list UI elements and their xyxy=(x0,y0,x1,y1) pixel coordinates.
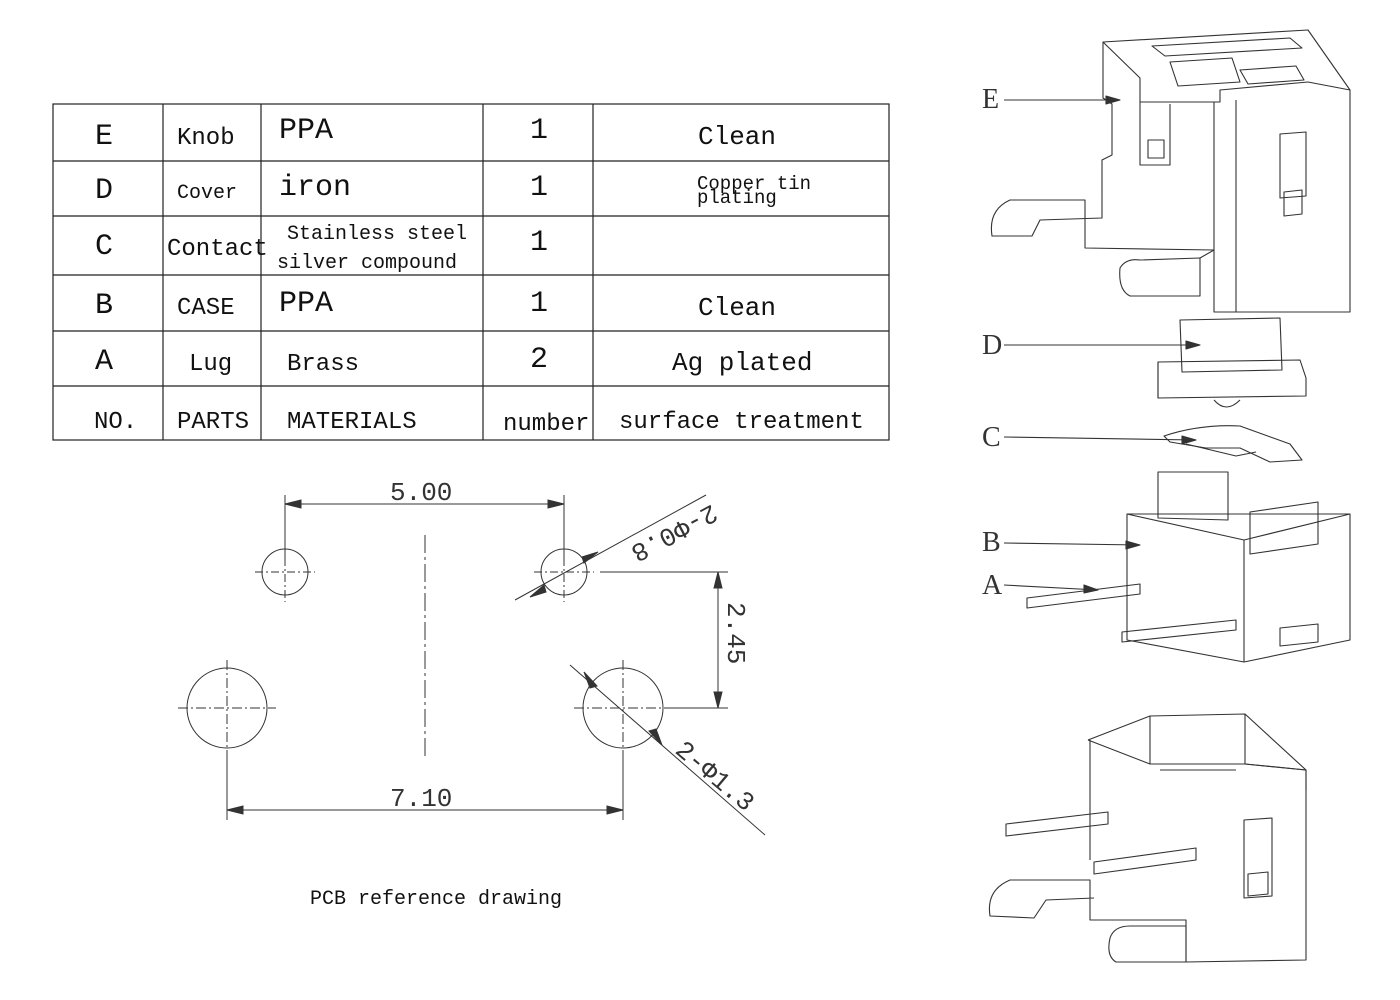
label-c: C xyxy=(982,422,1001,453)
row-e-no: E xyxy=(95,120,113,154)
row-d-no: D xyxy=(95,174,113,208)
part-d-cover xyxy=(1157,317,1307,408)
hole-small-label: 2-Φ0.8 xyxy=(626,497,723,567)
row-c-no: C xyxy=(95,230,113,264)
header-materials: MATERIALS xyxy=(287,409,417,436)
parts-table xyxy=(52,103,890,441)
dim-bottom-label: 7.10 xyxy=(390,784,452,814)
row-b-no: B xyxy=(95,289,113,323)
row-a-surface: Ag plated xyxy=(672,348,812,378)
row-c-material-line2: silver compound xyxy=(277,252,457,275)
table-cells: E Knob PPA 1 Clean D Cover iron 1 Copper… xyxy=(94,114,864,438)
row-d-surface: Copper tin xyxy=(697,173,811,195)
row-d-surface-line2: plating xyxy=(697,187,777,209)
leader-lines xyxy=(1003,95,1201,594)
row-e-number: 1 xyxy=(530,114,548,148)
row-e-part: Knob xyxy=(177,125,235,152)
exploded-labels: E D C B A xyxy=(982,84,1003,601)
pcb-drawing xyxy=(178,494,766,836)
dim-2-45 xyxy=(600,571,728,709)
header-number: number xyxy=(503,411,589,438)
row-d-material: iron xyxy=(279,171,351,205)
dim-top-label: 5.00 xyxy=(390,478,452,508)
pcb-labels: 5.00 7.10 2.45 2-Φ0.8 2-Φ1.3 PCB referen… xyxy=(310,478,760,911)
dim-right-label: 2.45 xyxy=(720,602,750,664)
row-c-material: Stainless steel xyxy=(287,223,467,246)
row-c-number: 1 xyxy=(530,226,548,260)
pcb-caption: PCB reference drawing xyxy=(310,888,562,911)
header-parts: PARTS xyxy=(177,409,249,436)
part-e-frame xyxy=(990,29,1351,313)
part-b-case xyxy=(1126,471,1351,663)
row-a-part: Lug xyxy=(189,351,232,378)
label-b: B xyxy=(982,527,1001,558)
header-no: NO. xyxy=(94,409,137,436)
leader-large-hole xyxy=(569,664,766,836)
hole-large-label: 2-Φ1.3 xyxy=(669,735,760,818)
row-d-number: 1 xyxy=(530,171,548,205)
row-c-part: Contact xyxy=(167,236,268,263)
part-c-contact xyxy=(1163,425,1303,463)
large-hole-left xyxy=(178,660,276,756)
row-b-number: 1 xyxy=(530,287,548,321)
table-border xyxy=(52,103,890,441)
row-e-surface: Clean xyxy=(698,122,776,152)
row-a-material: Brass xyxy=(287,351,359,378)
row-e-material: PPA xyxy=(279,114,333,148)
row-b-material: PPA xyxy=(279,287,333,321)
header-surface: surface treatment xyxy=(619,409,864,436)
dim-5-00 xyxy=(284,495,565,560)
row-a-number: 2 xyxy=(530,343,548,377)
label-d: D xyxy=(982,330,1002,361)
exploded-view xyxy=(988,29,1351,963)
large-hole-right xyxy=(574,660,672,756)
row-b-surface: Clean xyxy=(698,293,776,323)
leader-small-hole xyxy=(514,494,707,601)
row-d-part: Cover xyxy=(177,182,237,205)
part-a-lugs xyxy=(1026,583,1237,643)
label-a: A xyxy=(982,570,1003,601)
row-b-part: CASE xyxy=(177,295,235,322)
label-e: E xyxy=(982,84,999,115)
assembled-switch xyxy=(988,713,1307,963)
dim-7-10 xyxy=(226,752,624,820)
row-a-no: A xyxy=(95,345,113,379)
